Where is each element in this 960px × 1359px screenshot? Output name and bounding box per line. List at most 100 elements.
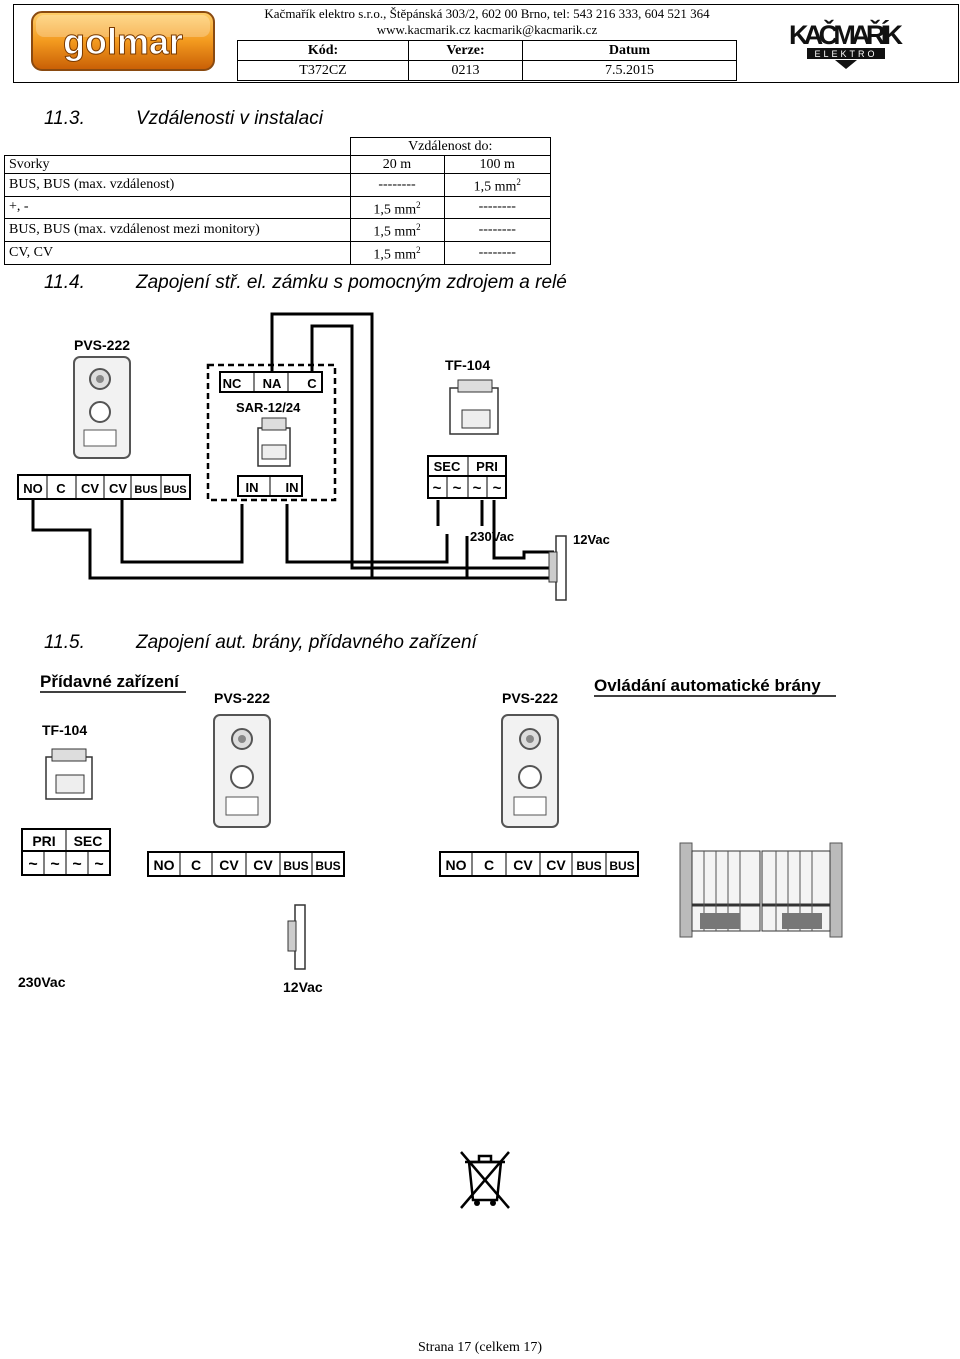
terminal-pri: PRI — [476, 459, 498, 474]
terminal-sec: SEC — [74, 833, 103, 849]
golmar-logo: golmar — [31, 11, 215, 71]
terminal-cv: CV — [109, 481, 127, 496]
gate-wiring-diagram: Přídavné zařízení Ovládání automatické b… — [18, 672, 843, 995]
wire — [270, 312, 560, 580]
terminal-cv: CV — [81, 481, 99, 496]
terminal-cv: CV — [253, 857, 273, 873]
tf-terminals: PRI SEC ~ ~ ~ ~ — [21, 828, 111, 876]
lock-wiring-diagram: PVS-222 NO C CV CV BUS BUS NC NA C SAR-1… — [17, 312, 610, 601]
sar-relay-box — [206, 363, 337, 502]
table-row: CV, CV 1,5 mm2 -------- — [4, 240, 551, 265]
terminal-tilde: ~ — [72, 856, 81, 873]
terminal-in: IN — [246, 480, 259, 495]
pvs-terminal-strip: NO C CV CV BUS BUS — [147, 851, 345, 877]
voltage-230: 230Vac — [18, 974, 66, 990]
pvs-222-panel — [213, 714, 271, 828]
tf-104-label: TF-104 — [445, 357, 490, 373]
voltage-12: 12Vac — [573, 532, 610, 547]
sar-label: SAR-12/24 — [236, 400, 301, 415]
table-row: BUS, BUS (max. vzdálenost) -------- 1,5 … — [4, 173, 551, 197]
pvs-222-panel — [501, 714, 559, 828]
terminal-bus: BUS — [134, 484, 157, 496]
pvs-222-label: PVS-222 — [74, 337, 130, 353]
terminal-na: NA — [263, 376, 282, 391]
terminal-tilde: ~ — [28, 856, 37, 873]
terminal-bus: BUS — [283, 859, 308, 873]
terminal-no: NO — [446, 857, 467, 873]
voltage-12: 12Vac — [283, 979, 323, 995]
heading-11-3-number: 11.3. — [44, 108, 85, 129]
pvs-222-label: PVS-222 — [502, 690, 558, 706]
terminal-tilde: ~ — [94, 856, 103, 873]
relay-inputs: IN IN — [237, 475, 303, 497]
electric-strike-icon — [548, 535, 567, 601]
terminal-tilde: ~ — [50, 856, 59, 873]
tf-terminals: SEC PRI ~ ~ ~ ~ — [427, 455, 507, 499]
pvs-terminal-strip: NO C CV CV BUS BUS — [17, 474, 191, 500]
relay-module — [257, 417, 291, 467]
wire — [285, 504, 449, 564]
voltage-230: 230Vac — [470, 529, 514, 544]
terminal-c: C — [191, 857, 201, 873]
terminal-bus: BUS — [163, 484, 186, 496]
company-line: Kačmařík elektro s.r.o., Štěpánská 303/2… — [264, 6, 710, 21]
document-info-table: Kód: Verze: Datum T372CZ 0213 7.5.2015 — [237, 40, 737, 81]
table-row: Svorky 20 m 100 m — [4, 155, 551, 174]
terminal-no: NO — [23, 481, 43, 496]
heading-11-4-title: Zapojení stř. el. zámku s pomocným zdroj… — [136, 272, 567, 293]
distance-header: Vzdálenost do: — [349, 137, 551, 156]
pvs-222-label: PVS-222 — [214, 690, 270, 706]
document-header — [13, 4, 959, 83]
code-value: T372CZ — [237, 60, 409, 81]
heading-11-5: 11.5. Zapojení aut. brány, přídavného zař… — [44, 632, 477, 654]
wire — [310, 324, 558, 570]
automatic-gate-icon — [679, 842, 843, 938]
terminal-bus: BUS — [315, 859, 340, 873]
tf-104-label: TF-104 — [42, 722, 87, 738]
terminal-tilde: ~ — [433, 480, 442, 497]
electric-strike-icon — [287, 904, 306, 970]
terminal-no: NO — [154, 857, 175, 873]
terminal-tilde: ~ — [473, 480, 482, 497]
wire — [31, 500, 469, 580]
golmar-logo-text: golmar — [63, 21, 183, 62]
terminal-c: C — [56, 481, 66, 496]
wire — [492, 500, 554, 560]
kacmarik-logo: KAČMAŘÍK ELEKTRO — [789, 19, 904, 69]
date-label: Datum — [522, 40, 737, 61]
terminal-in: IN — [286, 480, 299, 495]
date-value: 7.5.2015 — [522, 60, 737, 81]
terminal-cv: CV — [513, 857, 533, 873]
version-value: 0213 — [408, 60, 523, 81]
pvs-222-panel — [73, 356, 131, 459]
terminal-nc: NC — [223, 376, 242, 391]
tf-104-module — [45, 748, 93, 800]
terminal-tilde: ~ — [453, 480, 462, 497]
terminal-bus: BUS — [576, 859, 601, 873]
heading-11-4: 11.4. Zapojení stř. el. zámku s pomocným … — [44, 272, 567, 294]
table-row: +, - 1,5 mm2 -------- — [4, 195, 551, 220]
tf-104-module — [449, 379, 499, 435]
terminal-bus: BUS — [609, 859, 634, 873]
terminal-sec: SEC — [434, 459, 461, 474]
table-row: BUS, BUS (max. vzdálenost mezi monitory)… — [4, 218, 551, 242]
kacmarik-logo-sub: ELEKTRO — [814, 49, 877, 59]
heading-11-3-title: Vzdálenosti v instalaci — [136, 108, 323, 129]
gate-control-title: Ovládání automatické brány — [594, 676, 821, 695]
kacmarik-logo-text: KAČMAŘÍK — [789, 19, 904, 50]
web-line: www.kacmarik.cz kacmarik@kacmarik.cz — [376, 22, 598, 37]
wire — [120, 500, 244, 564]
page-footer: Strana 17 (celkem 17) — [417, 1340, 542, 1355]
terminal-c: C — [484, 857, 494, 873]
terminal-pri: PRI — [32, 833, 55, 849]
heading-11-3: 11.3. Vzdálenosti v instalaci — [44, 108, 323, 130]
heading-11-5-number: 11.5. — [44, 632, 85, 653]
heading-11-4-number: 11.4. — [44, 272, 85, 293]
weee-recycle-bin-icon — [460, 1151, 510, 1209]
distance-table: Vzdálenost do: Svorky 20 m 100 m BUS, BU… — [4, 137, 551, 265]
terminal-cv: CV — [546, 857, 566, 873]
version-label: Verze: — [408, 40, 523, 61]
terminal-tilde: ~ — [493, 480, 502, 497]
aux-device-title: Přídavné zařízení — [40, 672, 180, 691]
heading-11-5-title: Zapojení aut. brány, přídavného zařízení — [136, 632, 477, 653]
